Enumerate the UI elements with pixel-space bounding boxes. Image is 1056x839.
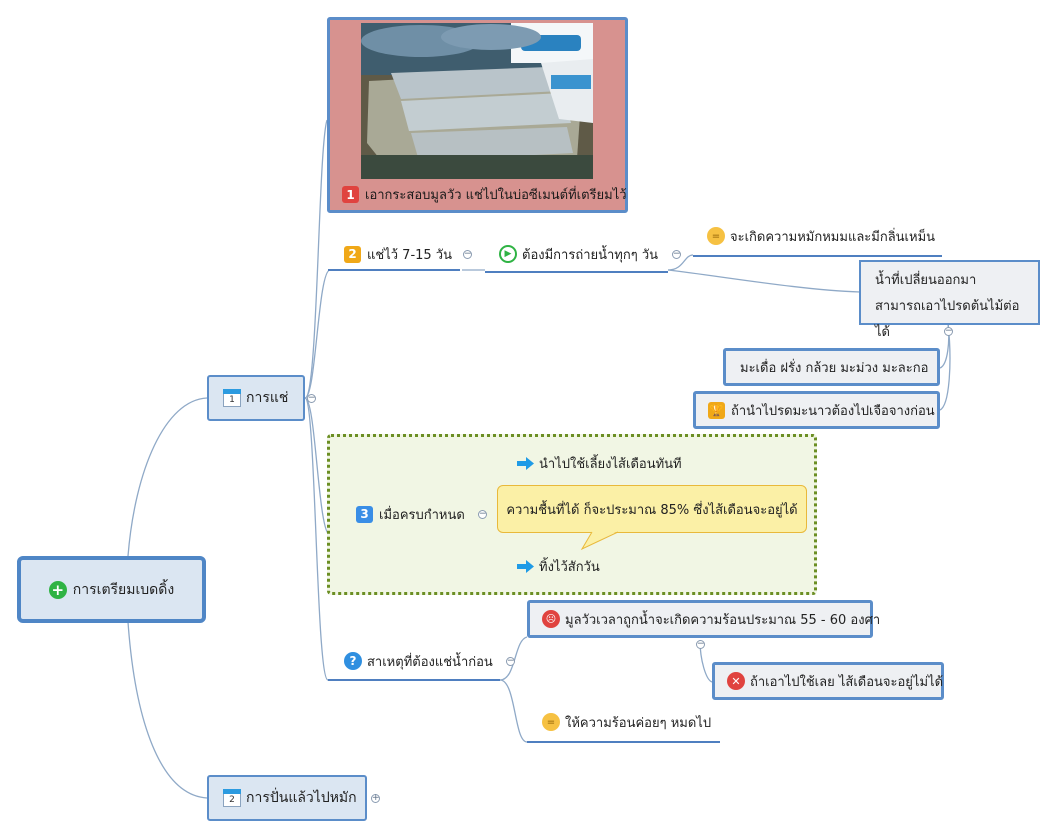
moisture-callout-text: ความชื้นที่ได้ ก็จะประมาณ 85% ซึ่งไส้เดื… <box>506 502 798 518</box>
calendar-icon: 2 <box>223 789 241 807</box>
collapse-toggle-reason[interactable]: − <box>506 656 515 666</box>
main-topic-blend-compost-label: การปั่นแล้วไปหมัก <box>246 790 357 806</box>
smell-note-label: จะเกิดความหมักหมมและมีกลิ่นเหม็น <box>730 229 936 245</box>
lime-note-topic[interactable]: 🏆 ถ้านำไปรดมะนาวต้องไปเจือจางก่อน <box>693 391 940 429</box>
collapse-toggle-wastewater[interactable]: − <box>944 326 953 336</box>
number-2-icon: 2 <box>344 245 361 263</box>
plants-note-topic[interactable]: มะเดื่อ ฝรั่ง กล้วย มะม่วง มะละกอ <box>723 348 940 386</box>
close-icon: ✕ <box>727 672 745 690</box>
rest-topic[interactable]: ทิ้งไว้สักวัน <box>515 556 602 576</box>
wastewater-note-line-2: สามารถเอาไปรดต้นไม้ต่อได้ <box>875 299 1020 340</box>
collapse-toggle-heat[interactable]: − <box>696 639 705 649</box>
number-1-icon: 1 <box>342 186 359 203</box>
calendar-icon: 1 <box>223 389 241 407</box>
cement-tank-photo <box>361 23 593 179</box>
collapse-toggle-step2[interactable]: − <box>463 249 472 259</box>
warning-note-topic[interactable]: ✕ ถ้าเอาไปใช้เลย ไส้เดือนจะอยู่ไม่ได้ <box>712 662 944 700</box>
water-change-label: ต้องมีการถ่ายน้ำทุกๆ วัน <box>522 247 659 263</box>
main-topic-blend-compost[interactable]: 2 การปั่นแล้วไปหมัก <box>207 775 367 821</box>
rest-label: ทิ้งไว้สักวัน <box>539 559 600 575</box>
step1-label: เอากระสอบมูลวัว แช่ไปในบ่อซีเมนต์ที่เตรี… <box>365 188 627 203</box>
number-3-icon: 3 <box>356 505 373 523</box>
step2-label: แช่ไว้ 7-15 วัน <box>367 247 452 263</box>
warning-note-label: ถ้าเอาไปใช้เลย ไส้เดือนจะอยู่ไม่ได้ <box>750 674 944 690</box>
main-topic-soak-label: การแช่ <box>246 390 289 406</box>
smell-note-topic[interactable]: = จะเกิดความหมักหมมและมีกลิ่นเหม็น <box>705 226 937 246</box>
angry-face-icon: ☹ <box>542 610 560 628</box>
reason-label: สาเหตุที่ต้องแช่น้ำก่อน <box>367 654 493 670</box>
use-now-topic[interactable]: นำไปใช้เลี้ยงไส้เดือนทันที <box>515 453 684 473</box>
wastewater-note-line-1: น้ำที่เปลี่ยนออกมา <box>875 273 977 288</box>
step3-topic[interactable]: 3 เมื่อครบกำหนด <box>354 504 467 524</box>
collapse-toggle-step3[interactable]: − <box>478 509 487 519</box>
reason-topic[interactable]: ? สาเหตุที่ต้องแช่น้ำก่อน <box>342 651 495 671</box>
right-arrow-icon <box>517 456 534 470</box>
wastewater-note-topic[interactable]: น้ำที่เปลี่ยนออกมา สามารถเอาไปรดต้นไม้ต่… <box>859 260 1040 340</box>
neutral-face-icon: = <box>707 227 725 245</box>
trophy-icon: 🏆 <box>708 401 725 419</box>
root-topic-label: การเตรียมเบดดิ้ง <box>72 581 175 598</box>
cool-note-topic[interactable]: = ให้ความร้อนค่อยๆ หมดไป <box>540 712 713 732</box>
collapse-toggle-soak[interactable]: − <box>307 393 316 403</box>
expand-toggle-blend-compost[interactable]: + <box>371 793 380 803</box>
heat-note-label: มูลวัวเวลาถูกน้ำจะเกิดความร้อนประมาณ 55 … <box>565 612 881 628</box>
question-icon: ? <box>344 652 362 670</box>
water-change-topic[interactable]: ▶ ต้องมีการถ่ายน้ำทุกๆ วัน <box>497 244 660 264</box>
callout-pointer <box>580 531 619 551</box>
step3-label: เมื่อครบกำหนด <box>379 507 465 523</box>
right-arrow-icon <box>517 559 534 573</box>
play-icon: ▶ <box>499 245 517 263</box>
step2-topic[interactable]: 2 แช่ไว้ 7-15 วัน <box>342 244 454 264</box>
heat-note-topic[interactable]: ☹ มูลวัวเวลาถูกน้ำจะเกิดความร้อนประมาณ 5… <box>527 600 880 638</box>
collapse-toggle-water-change[interactable]: − <box>672 249 681 259</box>
add-icon: + <box>48 580 67 599</box>
root-topic[interactable]: + การเตรียมเบดดิ้ง <box>17 556 206 623</box>
use-now-label: นำไปใช้เลี้ยงไส้เดือนทันที <box>539 456 682 472</box>
lime-note-label: ถ้านำไปรดมะนาวต้องไปเจือจางก่อน <box>731 403 935 419</box>
plants-note-label: มะเดื่อ ฝรั่ง กล้วย มะม่วง มะละกอ <box>740 360 929 376</box>
neutral-face-icon: = <box>542 713 560 731</box>
step1-caption: 1 เอากระสอบมูลวัว แช่ไปในบ่อซีเมนต์ที่เต… <box>342 184 627 205</box>
main-topic-soak[interactable]: 1 การแช่ <box>207 375 305 421</box>
step1-image-topic[interactable]: 1 เอากระสอบมูลวัว แช่ไปในบ่อซีเมนต์ที่เต… <box>327 17 628 213</box>
cool-note-label: ให้ความร้อนค่อยๆ หมดไป <box>565 715 712 731</box>
moisture-callout: ความชื้นที่ได้ ก็จะประมาณ 85% ซึ่งไส้เดื… <box>497 485 807 533</box>
